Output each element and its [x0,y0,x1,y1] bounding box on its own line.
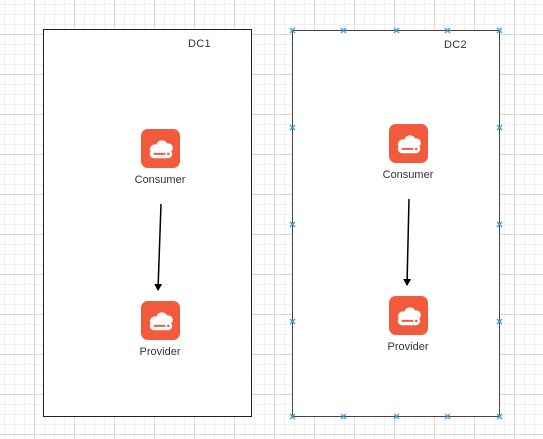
resize-handle-icon[interactable] [496,27,503,34]
dc1-provider-node[interactable]: Provider [120,301,200,358]
dc1-consumer-node[interactable]: Consumer [120,129,200,186]
resize-handle-icon[interactable] [496,413,503,420]
resize-handle-icon[interactable] [496,318,503,325]
resize-handle-icon[interactable] [340,413,347,420]
resize-handle-icon[interactable] [496,221,503,228]
resize-handle-icon[interactable] [340,27,347,34]
dc1-provider-label: Provider [139,346,181,358]
dc2-container[interactable]: DC2 [292,30,500,417]
server-cloud-icon [388,124,428,163]
edge-dc1-consumer-to-provider[interactable] [154,203,163,291]
dc1-container[interactable]: DC1 [43,29,252,417]
dc1-label: DC1 [188,38,211,50]
edge-dc2-consumer-to-provider[interactable] [403,198,412,286]
resize-handle-icon[interactable] [444,27,451,34]
dc2-provider-node[interactable]: Provider [368,296,448,353]
dc2-label: DC2 [444,39,467,51]
resize-handle-icon[interactable] [289,221,296,228]
dc2-provider-label: Provider [387,341,429,353]
dc2-consumer-node[interactable]: Consumer [368,124,448,181]
resize-handle-icon[interactable] [393,413,400,420]
resize-handle-icon[interactable] [496,124,503,131]
resize-handle-icon[interactable] [289,318,296,325]
resize-handle-icon[interactable] [289,124,296,131]
resize-handle-icon[interactable] [393,27,400,34]
resize-handle-icon[interactable] [444,413,451,420]
server-cloud-icon [140,301,180,340]
resize-handle-icon[interactable] [289,413,296,420]
server-cloud-icon [140,129,180,168]
dc1-consumer-label: Consumer [134,174,186,186]
dc2-consumer-label: Consumer [382,169,434,181]
server-cloud-icon [388,296,428,335]
resize-handle-icon[interactable] [289,27,296,34]
